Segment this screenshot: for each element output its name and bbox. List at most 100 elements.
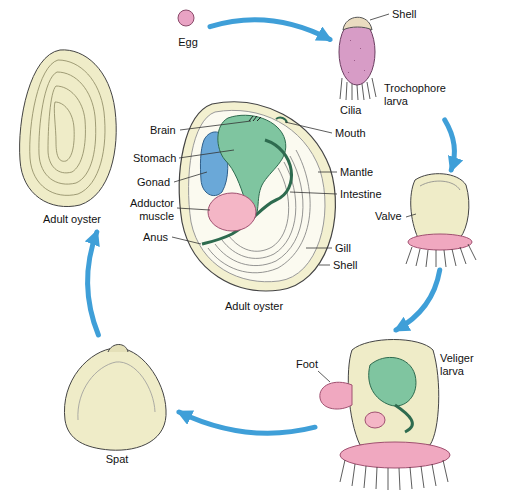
cilium [399,468,400,490]
leader-line [285,122,332,133]
veliger-cilia [340,460,448,490]
leader-line [177,208,210,210]
cilium [416,249,420,266]
life-cycle-arrow [445,120,455,170]
cilium [376,467,377,489]
cilium [421,466,424,488]
leader-line [319,265,330,266]
growth-line [48,86,85,173]
trochophore-stage: Trochophore larva [330,5,465,120]
stage-name: Valve [375,210,402,223]
growth-line [30,60,105,195]
veliger-stage: Veliger larva [315,330,495,492]
cilium [372,78,376,97]
adult-shell [20,50,117,207]
intestine [202,140,292,244]
veliger-intestine [395,405,412,432]
life-cycle-arrow [210,20,330,40]
life-cycle-arrow [179,412,315,433]
cilium [444,250,446,267]
spat-shell [64,348,166,450]
egg-cell [178,10,194,26]
part-label: Gonad [137,176,170,189]
cilium [357,85,358,100]
cilium [364,466,366,488]
growth-line [78,362,155,420]
leader-line [318,371,330,382]
figure-caption: Adult oyster [225,300,283,313]
veliger-foot [320,382,352,409]
brain [249,116,261,121]
egg-stage: Egg [166,6,210,52]
velum [340,442,450,468]
veliger-gut [369,357,416,406]
cilium [388,468,389,490]
leader-line [406,214,416,217]
part-label: Stomach [133,152,176,165]
cilium [426,250,428,267]
dot [360,48,361,49]
part-label: Adductor muscle [122,197,174,223]
part-label: Cilia [340,104,361,117]
spat-umbo [108,345,128,353]
leader-line [179,150,234,158]
dot [364,70,365,71]
adult-stage: Adult oyster [10,45,134,232]
mantle [189,110,325,281]
cilium [346,82,347,100]
cilium [406,247,412,264]
adductor-muscle [208,193,256,231]
stage-name: Egg [166,36,210,49]
leader-line [180,121,251,130]
leader-line [174,172,207,182]
trochophore-cilia [340,78,376,100]
growth-line [54,102,74,161]
part-label: Anus [143,231,168,244]
veliger-shell [348,340,438,446]
dot [350,40,351,41]
part-label: Shell [333,259,357,272]
life-cycle-arrow [88,232,99,335]
cilium [340,460,345,482]
growth-line [39,72,96,184]
dot [348,72,349,73]
part-label: Gill [335,242,351,255]
body-dots [348,40,365,73]
cilium [362,84,364,100]
cilium [432,464,436,486]
cilium [436,250,437,267]
leader-line [290,192,337,194]
cilium [410,467,412,489]
cilium [443,460,448,482]
dot [354,60,355,61]
cilium [367,82,370,99]
leader-line [370,14,389,20]
part-label: Mantle [340,166,373,179]
part-label: Shell [392,8,416,21]
stage-name: Adult oyster [10,213,134,226]
leader-line [306,248,332,249]
trochophore-shell [343,17,372,30]
part-label: Mouth [335,127,366,140]
spat-stage: Spat [55,335,179,475]
cilium [340,78,342,99]
life-cycle-arrow [396,270,440,330]
part-label: Brain [150,124,176,137]
part-label: Intestine [340,188,382,201]
valve-cilia [406,244,476,267]
stage-name: Spat [55,453,179,466]
valve-line [420,181,460,190]
cilium [460,247,466,264]
leader-lines [172,121,337,265]
cilium [468,244,476,260]
leader-line [172,237,201,244]
valve-stage: Valve [365,170,480,270]
stage-name: Trochophore larva [384,82,462,108]
stage-name: Veliger larva [440,352,492,378]
growth-lines [30,60,105,195]
larval-valve [411,174,469,238]
velum [408,234,472,250]
